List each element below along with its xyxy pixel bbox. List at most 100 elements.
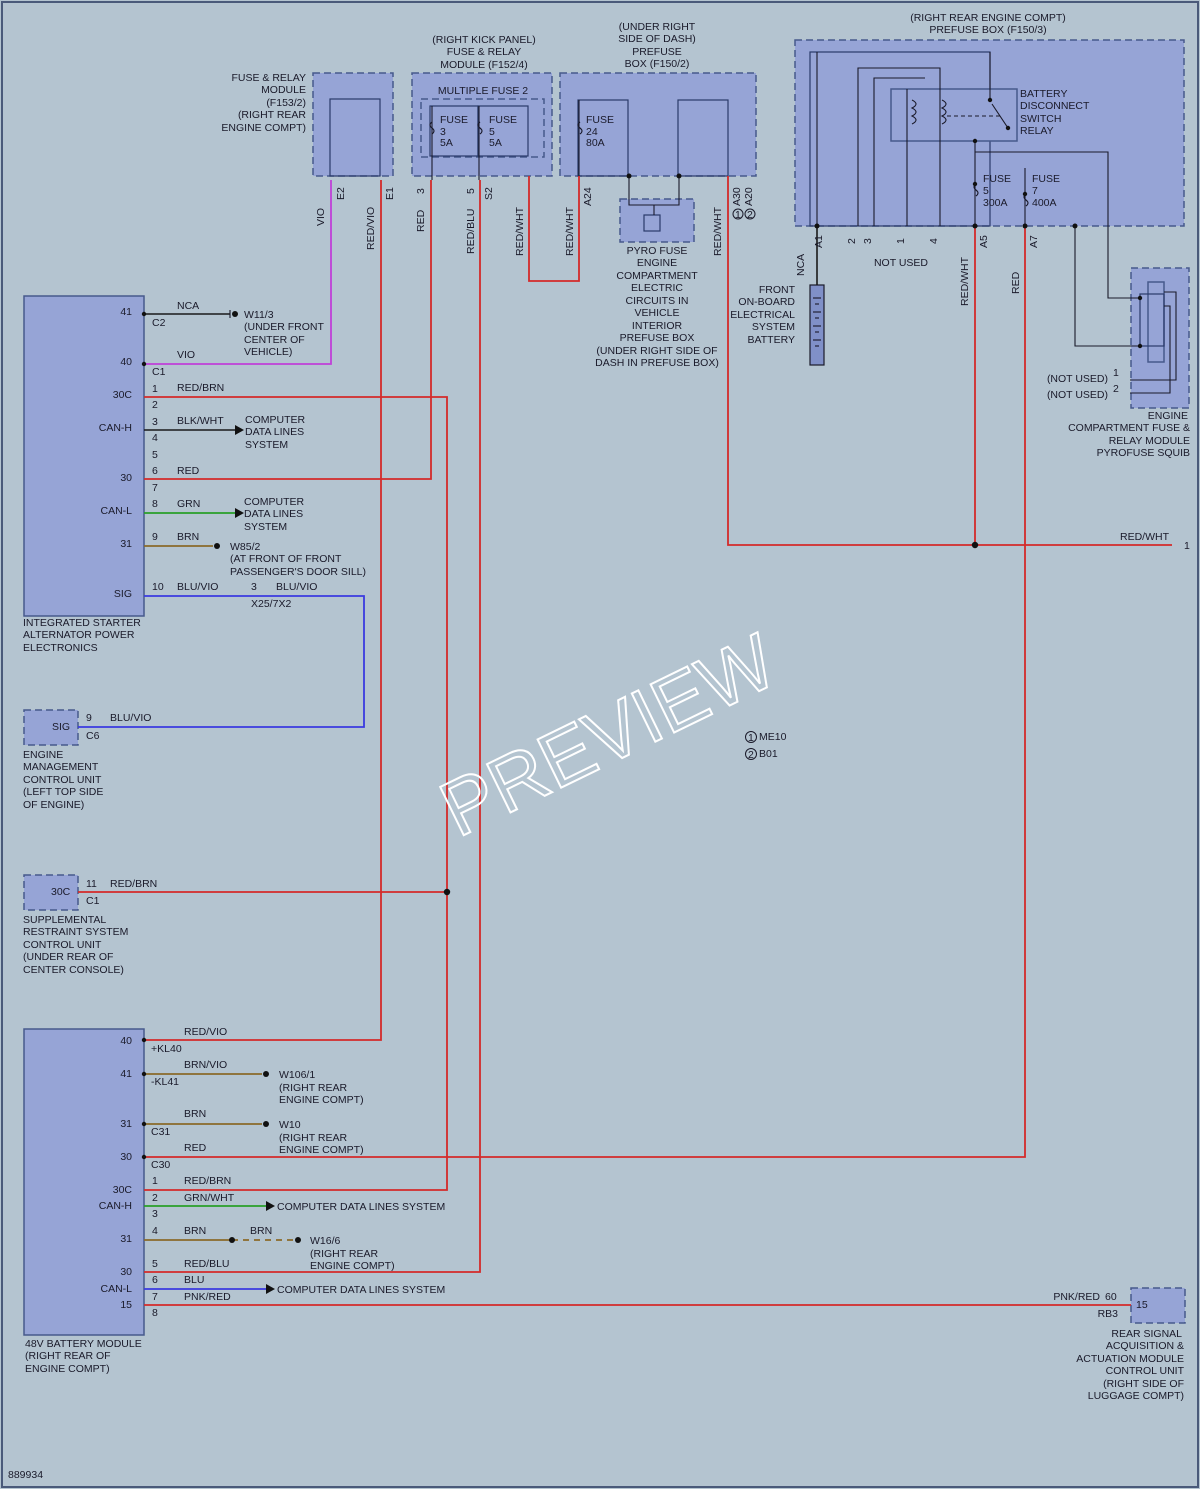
squib-label-4: PYROFUSE SQUIB xyxy=(1097,447,1190,459)
f153-label-4: (RIGHT REAR xyxy=(238,109,306,121)
b48-num-4: 4 xyxy=(152,1225,158,1237)
pin-e1: E1 xyxy=(384,187,396,200)
pin-nu-3: 3 xyxy=(862,238,874,244)
wire-red-brn-1: RED/BRN xyxy=(177,382,224,394)
conn-c31: C31 xyxy=(151,1126,170,1138)
wire-red-4: RED xyxy=(184,1142,207,1154)
isa-pin-41: 41 xyxy=(120,306,132,318)
battery-label-5: BATTERY xyxy=(748,334,795,346)
rear-prefuse-label-2: PREFUSE BOX (F150/3) xyxy=(929,24,1046,36)
b48-pin-30c: 30C xyxy=(113,1184,133,1196)
multiple-fuse-2 xyxy=(420,98,545,158)
wire-pnk-red-2: PNK/RED xyxy=(1053,1291,1100,1303)
wire-brn-3: BRN xyxy=(184,1225,206,1237)
battery-icon xyxy=(809,284,825,366)
fuse-24-label: FUSE xyxy=(586,114,614,126)
isa-pin-can-l: CAN-L xyxy=(100,505,132,517)
wire-blu: BLU xyxy=(184,1274,204,1286)
preview-watermark: PREVIEW xyxy=(427,616,789,853)
wire-blk-wht: BLK/WHT xyxy=(177,415,224,427)
pin-a24: A24 xyxy=(582,187,594,206)
relay-label-4: RELAY xyxy=(1020,125,1054,137)
srs-control-unit xyxy=(23,874,79,911)
connector-1: 1 xyxy=(1184,540,1190,552)
wire-red-1: RED xyxy=(415,209,427,232)
wire-vio: VIO xyxy=(315,208,327,226)
ground-icon xyxy=(295,1237,301,1243)
w11-label-4: VEHICLE) xyxy=(244,346,292,358)
ecm-label-3: CONTROL UNIT xyxy=(23,774,102,786)
isa-pin-31: 31 xyxy=(120,538,132,550)
isa-label-2: ALTERNATOR POWER xyxy=(23,629,135,641)
srs-label-2: RESTRAINT SYSTEM xyxy=(23,926,128,938)
isa-num-2: 2 xyxy=(152,399,158,411)
squib-label-1: ENGINE xyxy=(1148,410,1188,422)
b48-num-5: 5 xyxy=(152,1258,158,1270)
rs-label-2: ACQUISITION & xyxy=(1106,1340,1184,1352)
isa-num-8: 8 xyxy=(152,498,158,510)
isa-pin-can-h: CAN-H xyxy=(99,422,132,434)
conn-c2: C2 xyxy=(152,317,166,329)
rs-label-6: LUGGAGE COMPT) xyxy=(1088,1390,1184,1402)
fuse-400-label: FUSE xyxy=(1032,173,1060,185)
f153-label-5: ENGINE COMPT) xyxy=(221,122,306,134)
conn-kl41: -KL41 xyxy=(151,1076,179,1088)
w85-label-2: (AT FRONT OF FRONT xyxy=(230,553,342,565)
wire-red-2: RED xyxy=(1010,271,1022,294)
isa-pin-sig: SIG xyxy=(114,588,132,600)
ground-icon xyxy=(229,310,238,318)
wire-nca-1: NCA xyxy=(795,254,807,276)
ecm-label-2: MANAGEMENT xyxy=(23,761,99,773)
ecm-sig: SIG xyxy=(52,721,70,733)
b48-pin-can-h: CAN-H xyxy=(99,1200,132,1212)
pin-s2: S2 xyxy=(483,187,495,200)
legend-me10: ME10 xyxy=(759,731,787,743)
conn-c6: C6 xyxy=(86,730,100,742)
f150-2-label-1: (UNDER RIGHT xyxy=(619,21,696,33)
ecm-label-5: OF ENGINE) xyxy=(23,799,84,811)
pin-a5: A5 xyxy=(978,235,990,248)
wire-pnk-red-1: PNK/RED xyxy=(184,1291,231,1303)
squib-pin-2: 2 xyxy=(1113,383,1119,395)
f153-label-1: FUSE & RELAY xyxy=(232,72,307,84)
b48-label-3: ENGINE COMPT) xyxy=(25,1363,110,1375)
wire-blu-vio-2: BLU/VIO xyxy=(276,581,317,593)
b48-label-2: (RIGHT REAR OF xyxy=(25,1350,111,1362)
x25-pin: 3 xyxy=(251,581,257,593)
squib-label-2: COMPARTMENT FUSE & xyxy=(1068,422,1190,434)
legend-b01: B01 xyxy=(759,748,778,760)
wire-red-blu-2: RED/BLU xyxy=(184,1258,230,1270)
b48-pin-31a: 31 xyxy=(120,1118,132,1130)
ecm-label-1: ENGINE xyxy=(23,749,63,761)
b48-pin-30b: 30 xyxy=(120,1266,132,1278)
fuse-5-amp: 5A xyxy=(489,137,502,149)
document-id: 889934 xyxy=(8,1469,43,1481)
w11-label-3: CENTER OF xyxy=(244,334,305,346)
kick-panel-label-3: MODULE (F152/4) xyxy=(440,59,528,71)
pyro-label-10: DASH IN PREFUSE BOX) xyxy=(595,357,719,369)
b48-pin-40: 40 xyxy=(120,1035,132,1047)
pin-5: 5 xyxy=(465,188,477,194)
w16-label-2: (RIGHT REAR xyxy=(310,1248,378,1260)
legend-num-2a: 2 xyxy=(747,209,753,221)
48v-battery-module xyxy=(23,1028,145,1336)
not-used-label: NOT USED xyxy=(874,257,928,269)
pin-nu-4: 4 xyxy=(928,238,940,244)
isa-label-3: ELECTRONICS xyxy=(23,642,98,654)
battery-label-1: FRONT xyxy=(759,284,796,296)
ground-icon xyxy=(263,1071,269,1077)
wire-red-wht-4: RED/WHT xyxy=(959,256,971,306)
wire-red-wht-5: RED/WHT xyxy=(1120,531,1170,543)
fuse-300-label: FUSE xyxy=(983,173,1011,185)
rear-signal-module xyxy=(1130,1287,1186,1324)
pyro-label-5: CIRCUITS IN xyxy=(626,295,689,307)
wire-red-wht-1: RED/WHT xyxy=(514,206,526,256)
w10-label-2: (RIGHT REAR xyxy=(279,1132,347,1144)
pin-a20: A20 xyxy=(743,187,755,206)
pin-a1: A1 xyxy=(813,235,825,248)
b48-pin-15: 15 xyxy=(120,1299,132,1311)
srs-c1: C1 xyxy=(86,895,100,907)
pin-e2: E2 xyxy=(335,187,347,200)
isa-num-6: 6 xyxy=(152,465,158,477)
